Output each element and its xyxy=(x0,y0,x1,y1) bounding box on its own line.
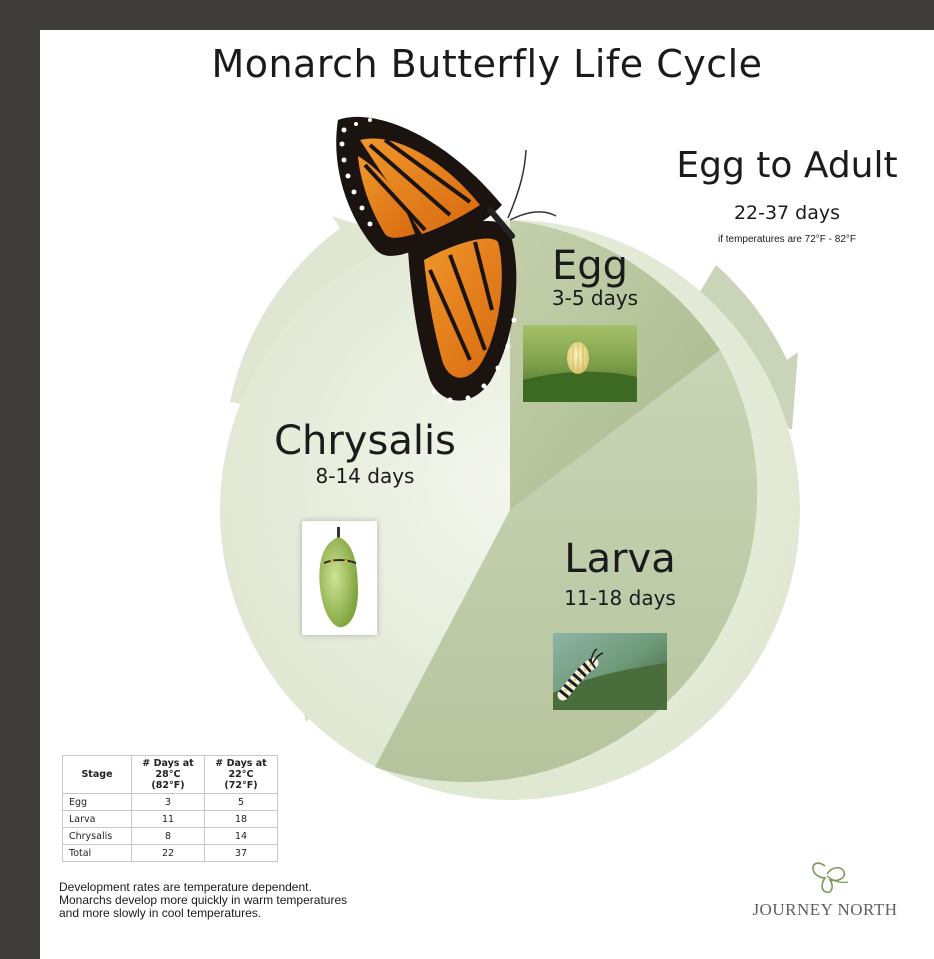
poster: Monarch Butterfly Life Cycle Egg to Adul… xyxy=(40,30,934,959)
table-cell-cool: 18 xyxy=(205,811,278,828)
table-cell-cool: 14 xyxy=(205,828,278,845)
summary-heading: Egg to Adult xyxy=(640,145,934,186)
table-header-warm: # Days at 28°C (82°F) xyxy=(132,756,205,794)
table-header-cool-line1: # Days at xyxy=(215,758,266,769)
chrysalis-stage-name: Chrysalis xyxy=(240,418,490,464)
table-cell-warm: 11 xyxy=(132,811,205,828)
logo-text: JOURNEY NORTH xyxy=(730,900,920,920)
summary-days: 22-37 days xyxy=(640,202,934,224)
table-cell-stage: Larva xyxy=(63,811,132,828)
stage-duration-table: Stage # Days at 28°C (82°F) # Days at 22… xyxy=(62,755,278,862)
table-cell-cool: 37 xyxy=(205,845,278,862)
chrysalis-stage-days: 8-14 days xyxy=(240,464,490,488)
larva-stage-name: Larva xyxy=(520,536,720,582)
table-cell-warm: 22 xyxy=(132,845,205,862)
chrysalis-photo xyxy=(302,521,377,635)
monarch-butterfly-image xyxy=(330,110,560,420)
table-header-cool-line2: 22°C (72°F) xyxy=(224,769,257,791)
table-cell-warm: 3 xyxy=(132,794,205,811)
table-cell-warm: 8 xyxy=(132,828,205,845)
larva-photo xyxy=(553,633,667,710)
table-header-cool: # Days at 22°C (72°F) xyxy=(205,756,278,794)
butterfly-outline-icon xyxy=(730,858,920,902)
table-cell-cool: 5 xyxy=(205,794,278,811)
table-header-stage: Stage xyxy=(63,756,132,794)
table-header-warm-line1: # Days at xyxy=(142,758,193,769)
table-row: Total 22 37 xyxy=(63,845,278,862)
table-header-warm-line2: 28°C (82°F) xyxy=(151,769,184,791)
journey-north-logo: JOURNEY NORTH xyxy=(730,858,920,938)
table-row: Egg 3 5 xyxy=(63,794,278,811)
summary-note: if temperatures are 72°F - 82°F xyxy=(640,234,934,245)
table-cell-stage: Chrysalis xyxy=(63,828,132,845)
development-note: Development rates are temperature depend… xyxy=(59,881,349,920)
table-row: Larva 11 18 xyxy=(63,811,278,828)
table-cell-stage: Egg xyxy=(63,794,132,811)
larva-stage-days: 11-18 days xyxy=(520,586,720,610)
page-title: Monarch Butterfly Life Cycle xyxy=(40,42,934,86)
table-cell-stage: Total xyxy=(63,845,132,862)
table-row: Chrysalis 8 14 xyxy=(63,828,278,845)
table-header-row: Stage # Days at 28°C (82°F) # Days at 22… xyxy=(63,756,278,794)
